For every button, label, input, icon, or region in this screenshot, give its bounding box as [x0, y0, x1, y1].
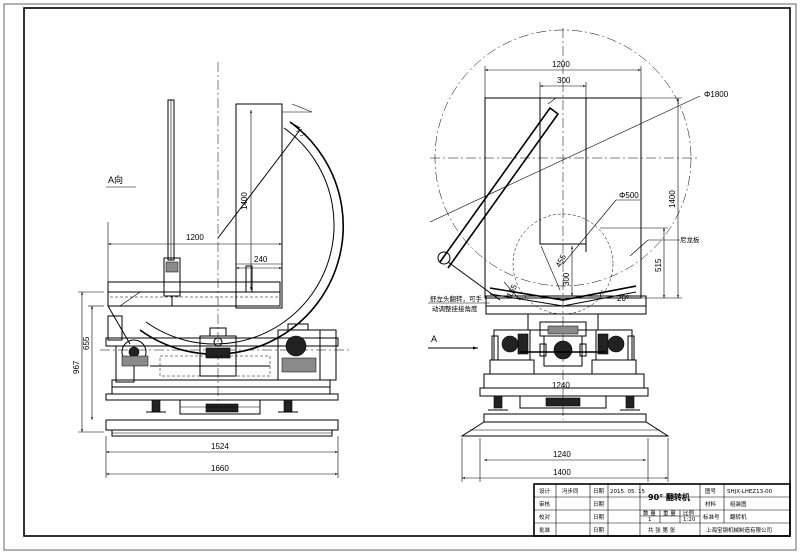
- tb-date-label-2: 日期: [593, 501, 605, 508]
- outer-border: [3, 3, 797, 551]
- dim-300-top: 300: [557, 76, 571, 85]
- title-block: 设计 冯步同 日期 2015. 05. 15 审核 日期 校对 日期 批准 日期…: [533, 483, 791, 537]
- arrow-label-a: A: [431, 334, 437, 344]
- tb-material-value: 组装图: [730, 500, 747, 508]
- dim-455: 455: [554, 252, 568, 268]
- inner-border: [23, 7, 791, 537]
- left-view: 1400 A向 1200 240: [72, 62, 350, 478]
- tb-designer-label: 设计: [539, 487, 551, 495]
- tb-part-no-label: 标准号: [703, 513, 720, 521]
- tb-date-value: 2015. 05. 15: [610, 489, 645, 495]
- tb-designer-name: 冯步同: [562, 487, 579, 495]
- dim-1200-right: 1200: [552, 60, 570, 69]
- tb-title: 90° 翻转机: [648, 492, 690, 502]
- tb-qty-label: 数 量: [643, 509, 656, 517]
- dim-1524: 1524: [211, 442, 229, 451]
- note-line2: 动调整挂接角度: [432, 304, 478, 313]
- tb-proofread-label: 校对: [539, 513, 551, 521]
- dim-1400-right: 1400: [668, 190, 677, 208]
- dim-655: 655: [82, 336, 91, 350]
- dim-240: 240: [254, 255, 268, 264]
- tb-approve-label: 批准: [539, 526, 551, 534]
- dim-1400-left: 1400: [240, 192, 249, 210]
- tb-company: 上海宝钢机械制造有限公司: [706, 526, 772, 534]
- tb-drawing-no: SHJX-LHEZ13-00: [727, 489, 773, 495]
- tb-date-label-3: 日期: [593, 514, 605, 521]
- tb-date-label-4: 日期: [593, 527, 605, 534]
- dim-dia1800: Φ1800: [704, 90, 729, 99]
- tb-part-name: 翻转机: [730, 513, 747, 521]
- dim-1400-bottom: 1400: [553, 468, 571, 477]
- tb-material-label: 材料: [705, 500, 717, 508]
- dim-dia500: Φ500: [619, 191, 639, 200]
- tb-drawing-no-label: 图号: [705, 487, 717, 495]
- dim-1660: 1660: [211, 464, 229, 473]
- note-nylon: 尼龙板: [680, 235, 700, 244]
- right-view: Φ1800 1200 300 1400 515 尼龙板 Φ500 455 300: [428, 28, 729, 482]
- dim-515: 515: [654, 258, 663, 272]
- dim-1200-left: 1200: [186, 233, 204, 242]
- dim-angle20: 20°: [617, 294, 629, 303]
- note-line1: 舒左头翻转，可手: [430, 294, 483, 303]
- view-label-a: A向: [108, 174, 123, 185]
- dim-300-inner: 300: [562, 272, 571, 286]
- dim-1240-mid: 1240: [552, 381, 570, 390]
- dim-1240-bottom: 1240: [553, 450, 571, 459]
- tb-date-label: 日期: [593, 488, 605, 495]
- tb-qty-value: 1: [648, 517, 652, 523]
- tb-scale-value: 1:20: [683, 517, 696, 523]
- tb-sheet-label: 共 张 第 张: [648, 526, 676, 534]
- tb-weight-label: 重 量: [663, 509, 676, 517]
- dim-967: 967: [72, 360, 81, 374]
- tb-scale-label: 比例: [683, 509, 695, 517]
- tb-checker-label: 审核: [539, 500, 551, 508]
